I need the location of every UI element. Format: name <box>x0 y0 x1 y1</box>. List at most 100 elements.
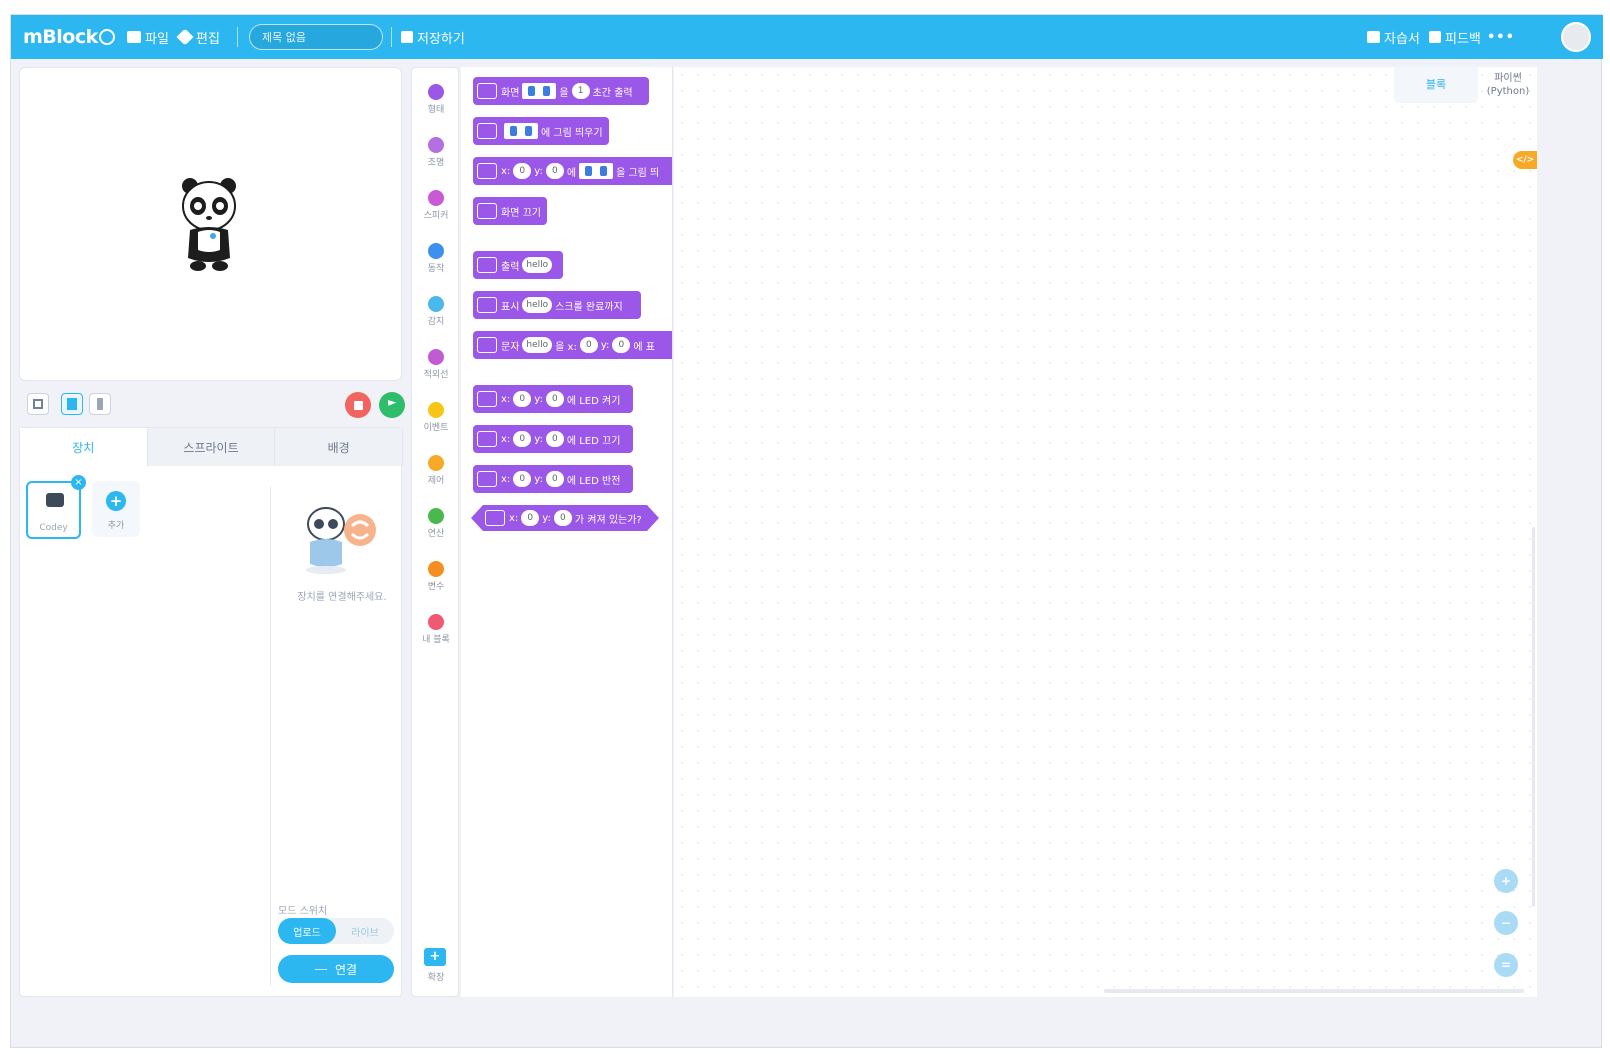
category-item[interactable]: 적외선 <box>412 341 460 393</box>
y-input[interactable]: 0 <box>545 391 564 407</box>
code-toggle-icon[interactable]: </> <box>1513 151 1537 169</box>
x-input[interactable]: 0 <box>513 163 532 179</box>
category-color-icon <box>428 508 444 524</box>
block-screen-off[interactable]: 화면 끄기 <box>473 197 547 225</box>
category-label: 변수 <box>427 582 445 592</box>
more-menu-button[interactable]: ••• <box>1487 29 1515 45</box>
codey-face-icon <box>477 257 497 273</box>
y-input[interactable]: 0 <box>545 471 564 487</box>
screen-picker[interactable] <box>504 123 538 139</box>
zoom-out-button[interactable]: − <box>1494 911 1518 935</box>
category-item[interactable]: 연산 <box>412 500 460 552</box>
block-text: 스크롤 완료까지 <box>555 301 623 313</box>
screen-picker[interactable] <box>579 163 614 179</box>
mode-upload-option[interactable]: 업로드 <box>278 918 336 944</box>
category-color-icon <box>428 243 444 259</box>
add-device-button[interactable]: + 추가 <box>92 481 140 537</box>
tab-sprites[interactable]: 스프라이트 <box>148 428 276 466</box>
block-screen-show[interactable]: 화면 을 1 초간 출력 <box>473 77 649 105</box>
category-item[interactable]: 이벤트 <box>412 394 460 446</box>
x-input[interactable]: 0 <box>513 391 532 407</box>
stage-canvas[interactable] <box>19 67 402 381</box>
block-text: x: <box>501 393 511 405</box>
block-led-is-on[interactable]: x: 0 y: 0 가 켜져 있는가? <box>471 505 659 531</box>
codey-face-icon <box>477 203 497 219</box>
panda-sprite[interactable] <box>180 176 240 272</box>
x-input[interactable]: 0 <box>579 337 598 353</box>
block-led-toggle[interactable]: x: 0 y: 0 에 LED 반전 <box>473 465 633 493</box>
x-input[interactable]: 0 <box>513 431 532 447</box>
tab-devices[interactable]: 장치 <box>20 428 148 466</box>
category-item[interactable]: 형태 <box>412 76 460 128</box>
save-button[interactable]: 저장하기 <box>401 15 465 59</box>
edit-menu[interactable]: 편집 <box>176 15 220 59</box>
category-item[interactable]: 스피커 <box>412 182 460 234</box>
category-item[interactable]: 감지 <box>412 288 460 340</box>
device-name: Codey <box>39 523 68 533</box>
mode-switch-label: 모드 스위치 <box>278 906 328 917</box>
codey-face-icon <box>485 510 505 526</box>
x-input[interactable]: 0 <box>521 510 539 526</box>
text-input[interactable]: hello <box>522 337 553 353</box>
number-input[interactable]: 1 <box>571 83 590 99</box>
horizontal-scrollbar[interactable] <box>1104 989 1524 993</box>
category-item[interactable]: 내 블록 <box>412 606 460 658</box>
block-print[interactable]: 출력 hello <box>473 251 563 279</box>
avatar[interactable] <box>1561 22 1591 52</box>
category-label: 적외선 <box>423 370 449 380</box>
fullscreen-button[interactable] <box>27 393 49 415</box>
category-item[interactable]: 동작 <box>412 235 460 287</box>
block-text: y: <box>534 165 543 177</box>
plus-icon: + <box>106 491 126 511</box>
y-input[interactable]: 0 <box>554 510 572 526</box>
vertical-scrollbar[interactable] <box>1532 527 1535 907</box>
stage-controls <box>19 385 405 425</box>
app-logo: mBlock <box>23 26 98 48</box>
category-item[interactable]: 변수 <box>412 553 460 605</box>
tutorial-button[interactable]: 자습서 <box>1367 15 1420 59</box>
script-workspace[interactable]: 블록 파이썬 (Python) </> + − = <box>674 67 1537 997</box>
zoom-in-button[interactable]: + <box>1494 869 1518 893</box>
remove-device-icon[interactable]: × <box>71 475 86 490</box>
extension-button[interactable]: + <box>424 948 446 966</box>
stop-button[interactable] <box>345 392 371 418</box>
language-button[interactable] <box>99 15 119 59</box>
tab-blocks-code[interactable]: 블록 <box>1394 67 1478 103</box>
x-input[interactable]: 0 <box>513 471 532 487</box>
category-label: 제어 <box>427 476 445 486</box>
feedback-button[interactable]: 피드백 <box>1429 15 1481 59</box>
tab-python-code[interactable]: 파이썬 (Python) <box>1486 73 1530 97</box>
project-title-input[interactable] <box>249 24 383 50</box>
file-menu[interactable]: 파일 <box>127 15 169 59</box>
small-stage-button[interactable] <box>61 393 83 415</box>
block-text: 가 켜져 있는가? <box>574 514 642 526</box>
block-text: 출력 <box>501 261 520 273</box>
green-flag-button[interactable] <box>379 392 405 418</box>
connect-button[interactable]: ― 연결 <box>278 955 394 983</box>
y-input[interactable]: 0 <box>612 337 631 353</box>
category-item[interactable]: 조명 <box>412 129 460 181</box>
mode-switch[interactable]: 업로드 라이브 <box>278 918 394 944</box>
globe-icon <box>99 29 115 45</box>
category-item[interactable]: 제어 <box>412 447 460 499</box>
tab-backdrops[interactable]: 배경 <box>275 428 404 466</box>
y-input[interactable]: 0 <box>545 163 564 179</box>
text-input[interactable]: hello <box>522 297 553 313</box>
block-screen-image[interactable]: 에 그림 띄우기 <box>473 117 609 145</box>
large-stage-button[interactable] <box>89 393 111 415</box>
block-show-scroll[interactable]: 표시 hello 스크롤 완료까지 <box>473 291 641 319</box>
zoom-reset-button[interactable]: = <box>1494 953 1518 977</box>
block-led-off[interactable]: x: 0 y: 0 에 LED 끄기 <box>473 425 633 453</box>
block-text-at-xy[interactable]: 문자 hello 을 x: 0 y: 0 에 표 <box>473 331 672 359</box>
block-text: x: <box>509 512 519 524</box>
block-led-on[interactable]: x: 0 y: 0 에 LED 켜기 <box>473 385 633 413</box>
y-input[interactable]: 0 <box>545 431 564 447</box>
mode-live-option[interactable]: 라이브 <box>351 927 379 939</box>
category-label: 연산 <box>427 529 445 539</box>
stop-icon <box>353 400 363 410</box>
device-card-codey[interactable]: Codey × <box>26 475 86 539</box>
text-input[interactable]: hello <box>522 257 553 273</box>
screen-picker[interactable] <box>522 83 557 99</box>
block-image-at-xy[interactable]: x: 0 y: 0 에 을 그림 띄 <box>473 157 672 185</box>
